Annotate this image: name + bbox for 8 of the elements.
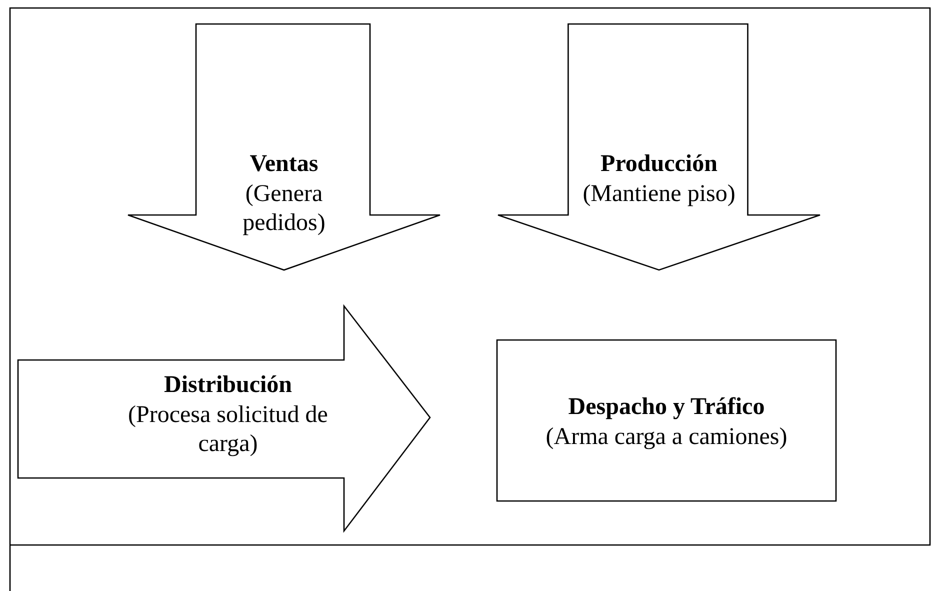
node-title: Ventas bbox=[248, 150, 320, 179]
node-description: (Arma carga a camiones) bbox=[544, 423, 788, 452]
node-title: Producción bbox=[600, 150, 718, 179]
node-description: (Genera pedidos) bbox=[242, 180, 326, 238]
node-description: (Procesa solicitud de carga) bbox=[127, 401, 329, 459]
node-title: Despacho y Tráfico bbox=[567, 393, 766, 422]
node-description: (Mantiene piso) bbox=[582, 180, 736, 209]
node-title: Distribución bbox=[162, 371, 293, 400]
